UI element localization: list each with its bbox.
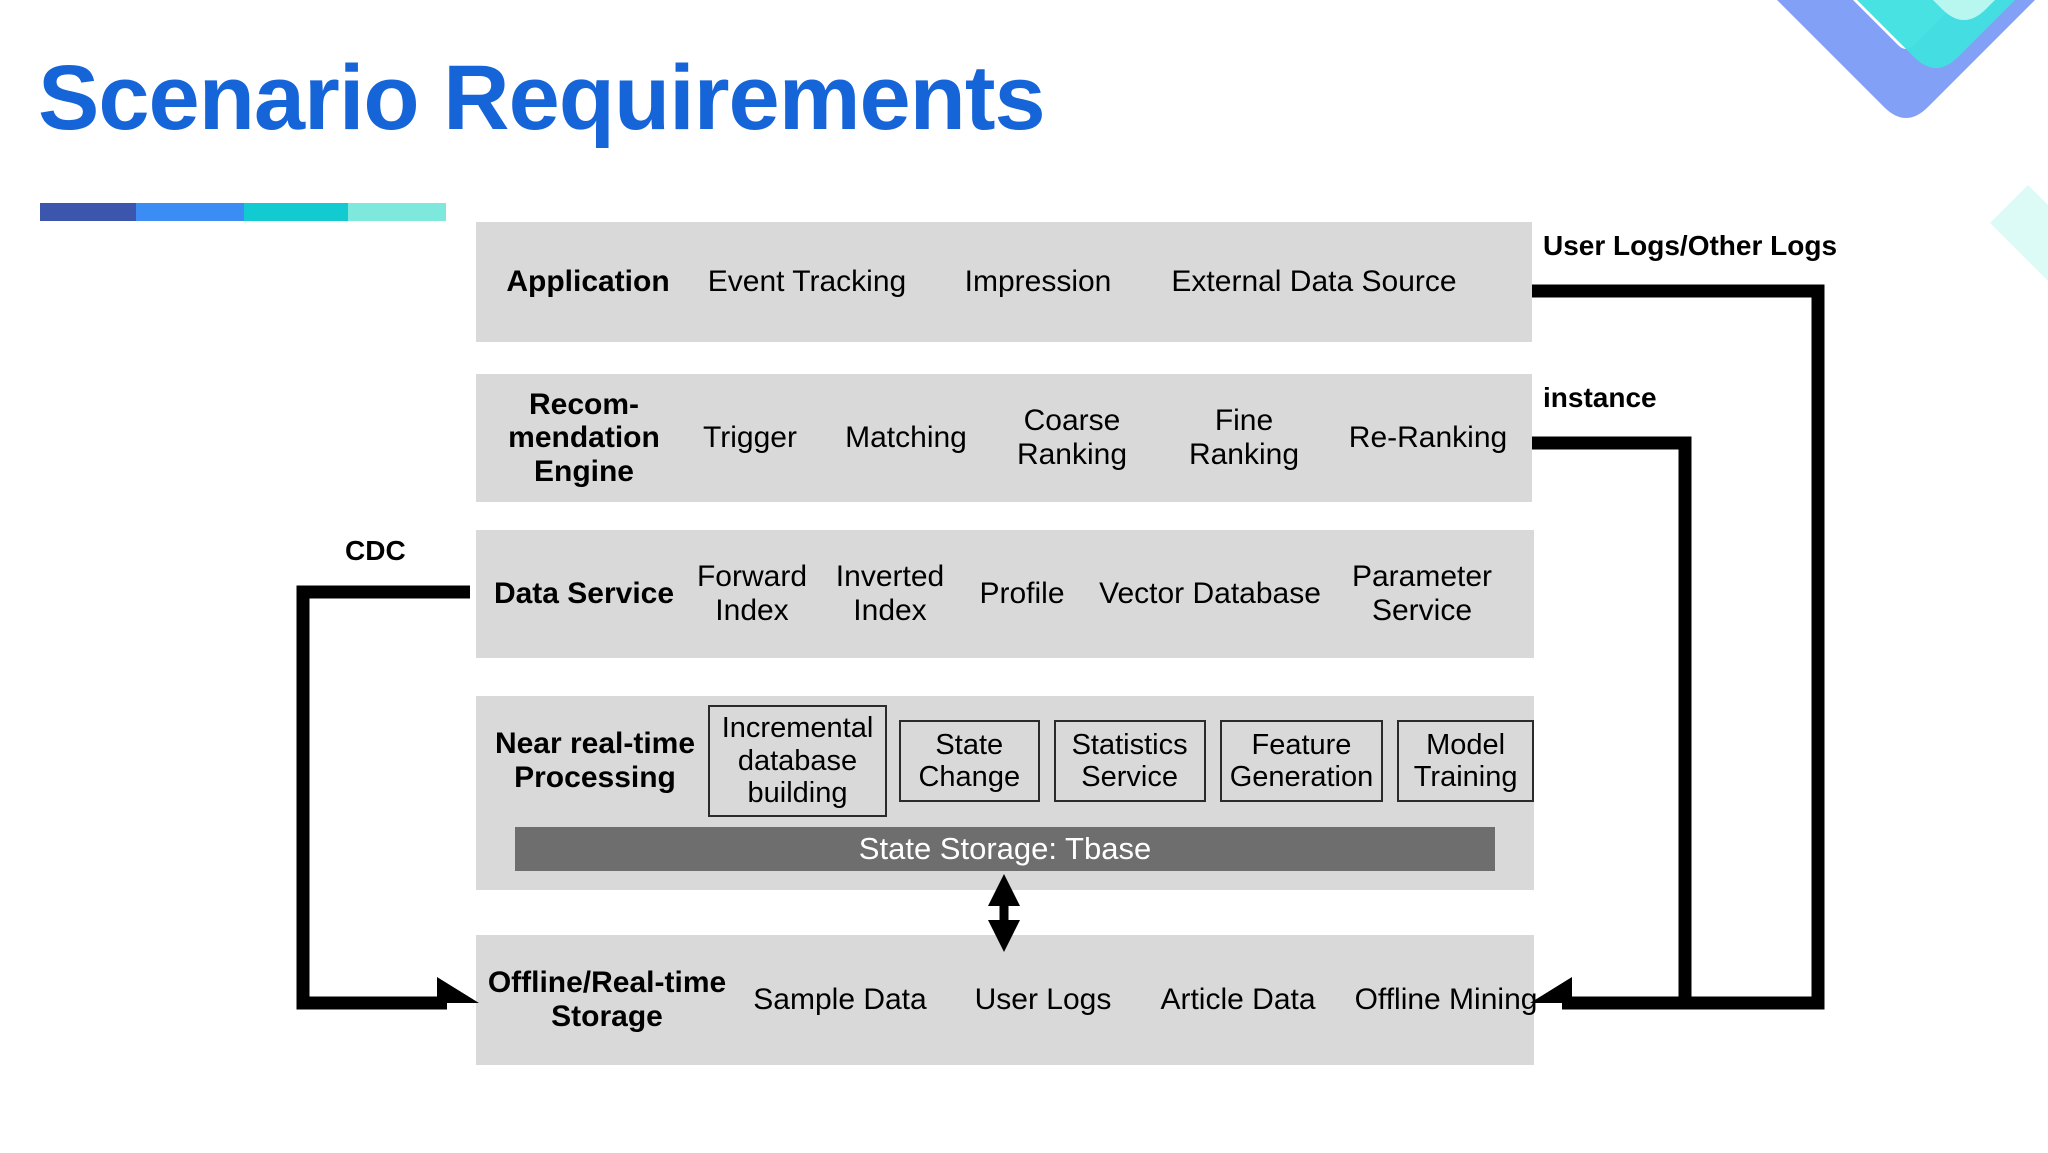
band-near-realtime-processing: Near real-time Processing Incremental da…: [476, 696, 1534, 890]
band-application-item-event-tracking: Event Tracking: [707, 265, 907, 299]
band-data-service-item-vector-database: Vector Database: [1099, 577, 1321, 611]
label-line: mendation: [508, 421, 660, 455]
band-offline-item-sample-data: Sample Data: [753, 983, 927, 1017]
band-offline-item-user-logs: User Logs: [974, 983, 1112, 1017]
band-offline-item-article-data: Article Data: [1160, 983, 1316, 1017]
band-application: Application Event Tracking Impression Ex…: [476, 222, 1532, 342]
arrowhead-cdc-into-offline-storage: [437, 977, 479, 1029]
band-recommendation-item-matching: Matching: [845, 421, 967, 455]
band-offline-realtime-storage: Offline/Real-time Storage Sample Data Us…: [476, 935, 1537, 1065]
state-storage-bar: State Storage: Tbase: [515, 827, 1495, 871]
band-offline-storage-label: Offline/Real-time Storage: [482, 966, 732, 1033]
band-recommendation-item-re-ranking: Re-Ranking: [1348, 421, 1508, 455]
label-line: Storage: [551, 1000, 663, 1033]
accent-segment-1: [40, 203, 136, 221]
connector-instance: [1532, 436, 1692, 1003]
accent-segment-3: [244, 203, 348, 221]
connector-label-instance: instance: [1543, 382, 1657, 413]
label-line: Near real-time: [494, 727, 696, 761]
band-application-item-external-data-source: External Data Source: [1171, 265, 1457, 299]
label-line: Offline/Real-time: [487, 966, 727, 1000]
band-application-item-impression: Impression: [964, 265, 1112, 299]
band-offline-item-offline-mining: Offline Mining: [1354, 983, 1538, 1017]
connector-label-cdc: CDC: [345, 535, 406, 566]
band-application-label: Application: [506, 265, 670, 299]
connector-label-user-logs: User Logs/Other Logs: [1543, 230, 1838, 261]
accent-segment-2: [136, 203, 244, 221]
label-line: Processing: [514, 761, 676, 794]
accent-bar: [40, 203, 446, 221]
box-incremental-database-building: Incremental database building: [708, 705, 888, 817]
band-data-service-item-profile: Profile: [979, 577, 1065, 611]
label-line: Engine: [533, 454, 634, 488]
band-data-service-label: Data Service: [493, 577, 675, 611]
accent-segment-4: [348, 203, 446, 221]
band-recommendation-item-trigger: Trigger: [703, 421, 797, 455]
page-title: Scenario Requirements: [38, 47, 1046, 149]
band-near-realtime-label: Near real-time Processing: [486, 727, 704, 794]
label-line: Recom-: [528, 387, 640, 421]
band-recommendation-engine-label: Recom- mendation Engine: [494, 388, 674, 489]
connector-cdc: [296, 585, 470, 1010]
band-recommendation-engine: Recom- mendation Engine Trigger Matching…: [476, 374, 1532, 502]
